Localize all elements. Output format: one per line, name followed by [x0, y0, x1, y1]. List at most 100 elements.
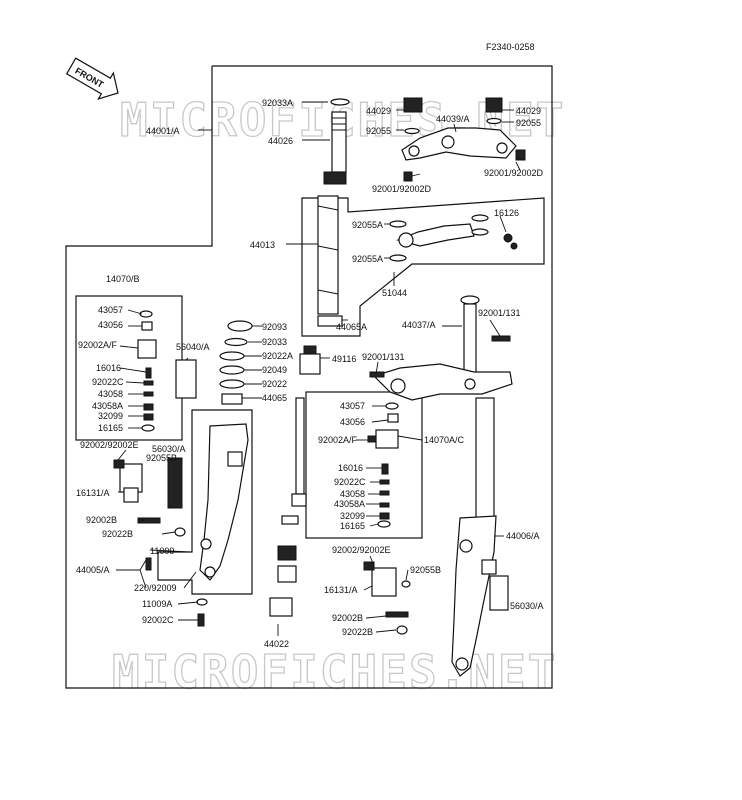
front-arrow-icon: FRONT — [65, 57, 119, 101]
label-44029-right: 44029 — [516, 106, 541, 116]
seal-a-icon — [389, 220, 407, 228]
right-damper-kit-box — [305, 391, 423, 539]
steering-stem-icon — [372, 295, 513, 401]
label-49116: 49116 — [332, 354, 356, 364]
label-92055-left: 92055 — [366, 126, 391, 136]
bolt-left-icon — [403, 171, 413, 182]
left-slider-box — [157, 409, 253, 595]
spring-icon — [317, 195, 339, 315]
label-92002AF-left: 92002A/F — [78, 340, 118, 350]
handlebar-holder-left-icon — [403, 97, 423, 113]
label-92022A: 92022A — [262, 351, 293, 361]
label-92049: 92049 — [262, 365, 287, 375]
label-44006A: 44006/A — [506, 531, 540, 541]
label-56040A: 56040/A — [176, 342, 210, 352]
label-43057-right: 43057 — [340, 401, 365, 411]
right-axle-bolt-icon — [385, 611, 409, 618]
bolt-right-icon — [515, 149, 526, 161]
cap-bolt-box — [301, 197, 545, 337]
right-washer-icon — [396, 625, 408, 635]
label-92093: 92093 — [262, 322, 287, 332]
o-ring-icon — [330, 98, 350, 106]
left-reflector-icon — [175, 359, 197, 399]
reference-code: F2340-0258 — [486, 42, 535, 52]
leader-lines — [116, 101, 521, 636]
cap-bolt-icon — [323, 111, 347, 185]
guide-bushing-icon — [221, 393, 243, 405]
label-14070AC: 14070A/C — [424, 435, 465, 445]
label-92055B-right: 92055B — [410, 565, 441, 575]
label-92001-131-left: 92001/131 — [362, 352, 405, 362]
label-44065: 44065 — [262, 393, 287, 403]
label-92002-92002E-left: 92002/92002E — [80, 440, 139, 450]
label-92022C-right: 92022C — [334, 477, 366, 487]
label-16165-left: 16165 — [98, 423, 123, 433]
left-axle-bolt-icon — [137, 517, 161, 524]
label-43057-left: 43057 — [98, 305, 123, 315]
label-92022B-right: 92022B — [342, 627, 373, 637]
label-16131A-right: 16131/A — [324, 585, 358, 595]
label-92022C-left: 92022C — [92, 377, 124, 387]
label-43056-left: 43056 — [98, 320, 123, 330]
left-drain-washer-icon — [196, 598, 208, 606]
washer-left-icon — [404, 127, 420, 135]
label-16016-left: 16016 — [96, 363, 121, 373]
steering-lock-bracket-icon — [396, 214, 518, 250]
label-43058-left: 43058 — [98, 389, 123, 399]
label-14070B: 14070/B — [106, 274, 140, 284]
label-44013: 44013 — [250, 240, 275, 250]
label-16126: 16126 — [494, 208, 519, 218]
left-caliper-bracket-icon — [113, 459, 143, 503]
spacer-icon — [317, 315, 343, 327]
right-o-ring-icon — [401, 580, 411, 588]
label-92001-131-right: 92001/131 — [478, 308, 521, 318]
dust-seal-icon — [227, 320, 253, 332]
stem-bolt-icon — [491, 335, 511, 342]
upper-bracket-icon — [401, 127, 517, 161]
left-washer-icon — [174, 527, 186, 537]
label-11009: 11009 — [150, 546, 174, 556]
watermark-bottom: MICROFICHES.NET — [112, 645, 557, 699]
label-16165-right: 16165 — [340, 521, 365, 531]
air-valve-icon — [299, 345, 321, 375]
label-43058-right: 43058 — [340, 489, 365, 499]
label-44037A: 44037/A — [402, 320, 436, 330]
label-220-92009: 220/92009 — [134, 583, 177, 593]
left-outer-tube-icon — [199, 423, 249, 581]
label-43058A-left: 43058A — [92, 401, 123, 411]
left-label-sticker-icon — [167, 457, 183, 509]
label-92033: 92033 — [262, 337, 287, 347]
washer-right-icon — [486, 117, 502, 125]
seal-b-icon — [389, 254, 407, 262]
label-92033A: 92033A — [262, 98, 293, 108]
right-caliper-bracket-icon — [363, 561, 397, 597]
label-32099-right: 32099 — [340, 511, 365, 521]
label-32099-left: 32099 — [98, 411, 123, 421]
label-92002-92002E-right: 92002/92002E — [332, 545, 391, 555]
oil-seal-icon — [219, 365, 245, 375]
label-92002AF-right: 92002A/F — [318, 435, 358, 445]
label-92002C: 92002C — [142, 615, 174, 625]
label-44001A: 44001/A — [146, 126, 180, 136]
left-drain-screw-icon — [197, 613, 205, 627]
label-16016-right: 16016 — [338, 463, 363, 473]
label-92002B-right: 92002B — [332, 613, 363, 623]
label-92055A-top: 92055A — [352, 220, 383, 230]
label-44005A: 44005/A — [76, 565, 110, 575]
left-damper-kit-box — [75, 295, 183, 441]
guide-washer-icon — [219, 379, 245, 389]
label-11009A: 11009A — [142, 599, 172, 609]
label-92002B-left: 92002B — [86, 515, 117, 525]
label-43058A-right: 43058A — [334, 499, 365, 509]
label-51044: 51044 — [382, 288, 407, 298]
label-44029-left: 44029 — [366, 106, 391, 116]
label-44039A: 44039/A — [436, 114, 470, 124]
label-92022: 92022 — [262, 379, 287, 389]
part-labels: 92033A 44001/A 44026 44029 44029 44039/A… — [76, 98, 544, 649]
right-outer-tube-icon — [451, 397, 497, 677]
label-92001-92002D-left: 92001/92002D — [372, 184, 432, 194]
label-56030A-right: 56030/A — [510, 601, 544, 611]
label-92055A-bottom: 92055A — [352, 254, 383, 264]
label-92022B-left: 92022B — [102, 529, 133, 539]
